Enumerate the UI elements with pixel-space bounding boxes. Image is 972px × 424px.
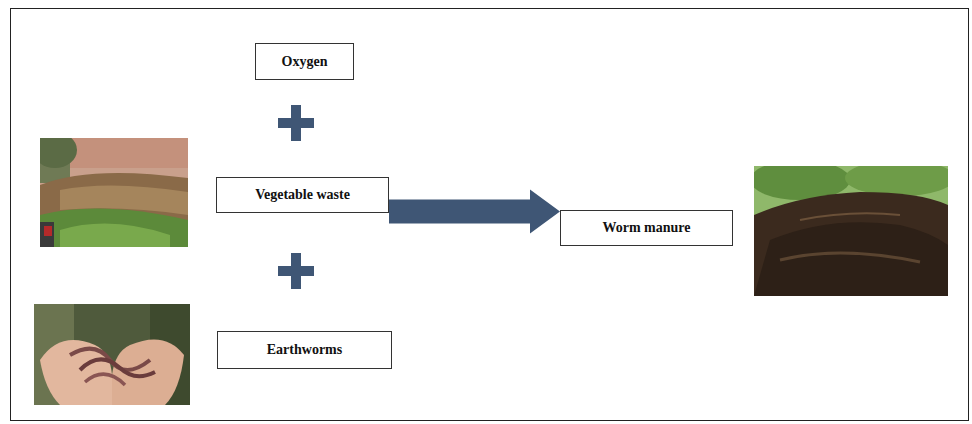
process-box: Vegetable waste <box>216 177 389 213</box>
process-box: Worm manure <box>560 210 733 246</box>
box-label: Oxygen <box>282 54 328 70</box>
earthworms-photo <box>34 304 190 405</box>
box-label: Worm manure <box>602 220 690 236</box>
plus-sign <box>278 105 314 141</box>
worm-manure-photo <box>750 160 955 296</box>
box-label: Earthworms <box>267 342 342 358</box>
process-box: Earthworms <box>217 331 392 369</box>
box-label: Vegetable waste <box>255 187 350 203</box>
block-arrow <box>389 190 560 234</box>
frame <box>11 9 969 421</box>
vegetable-waste-photo <box>33 132 188 247</box>
plus-sign <box>278 253 314 289</box>
process-box: Oxygen <box>255 43 354 80</box>
